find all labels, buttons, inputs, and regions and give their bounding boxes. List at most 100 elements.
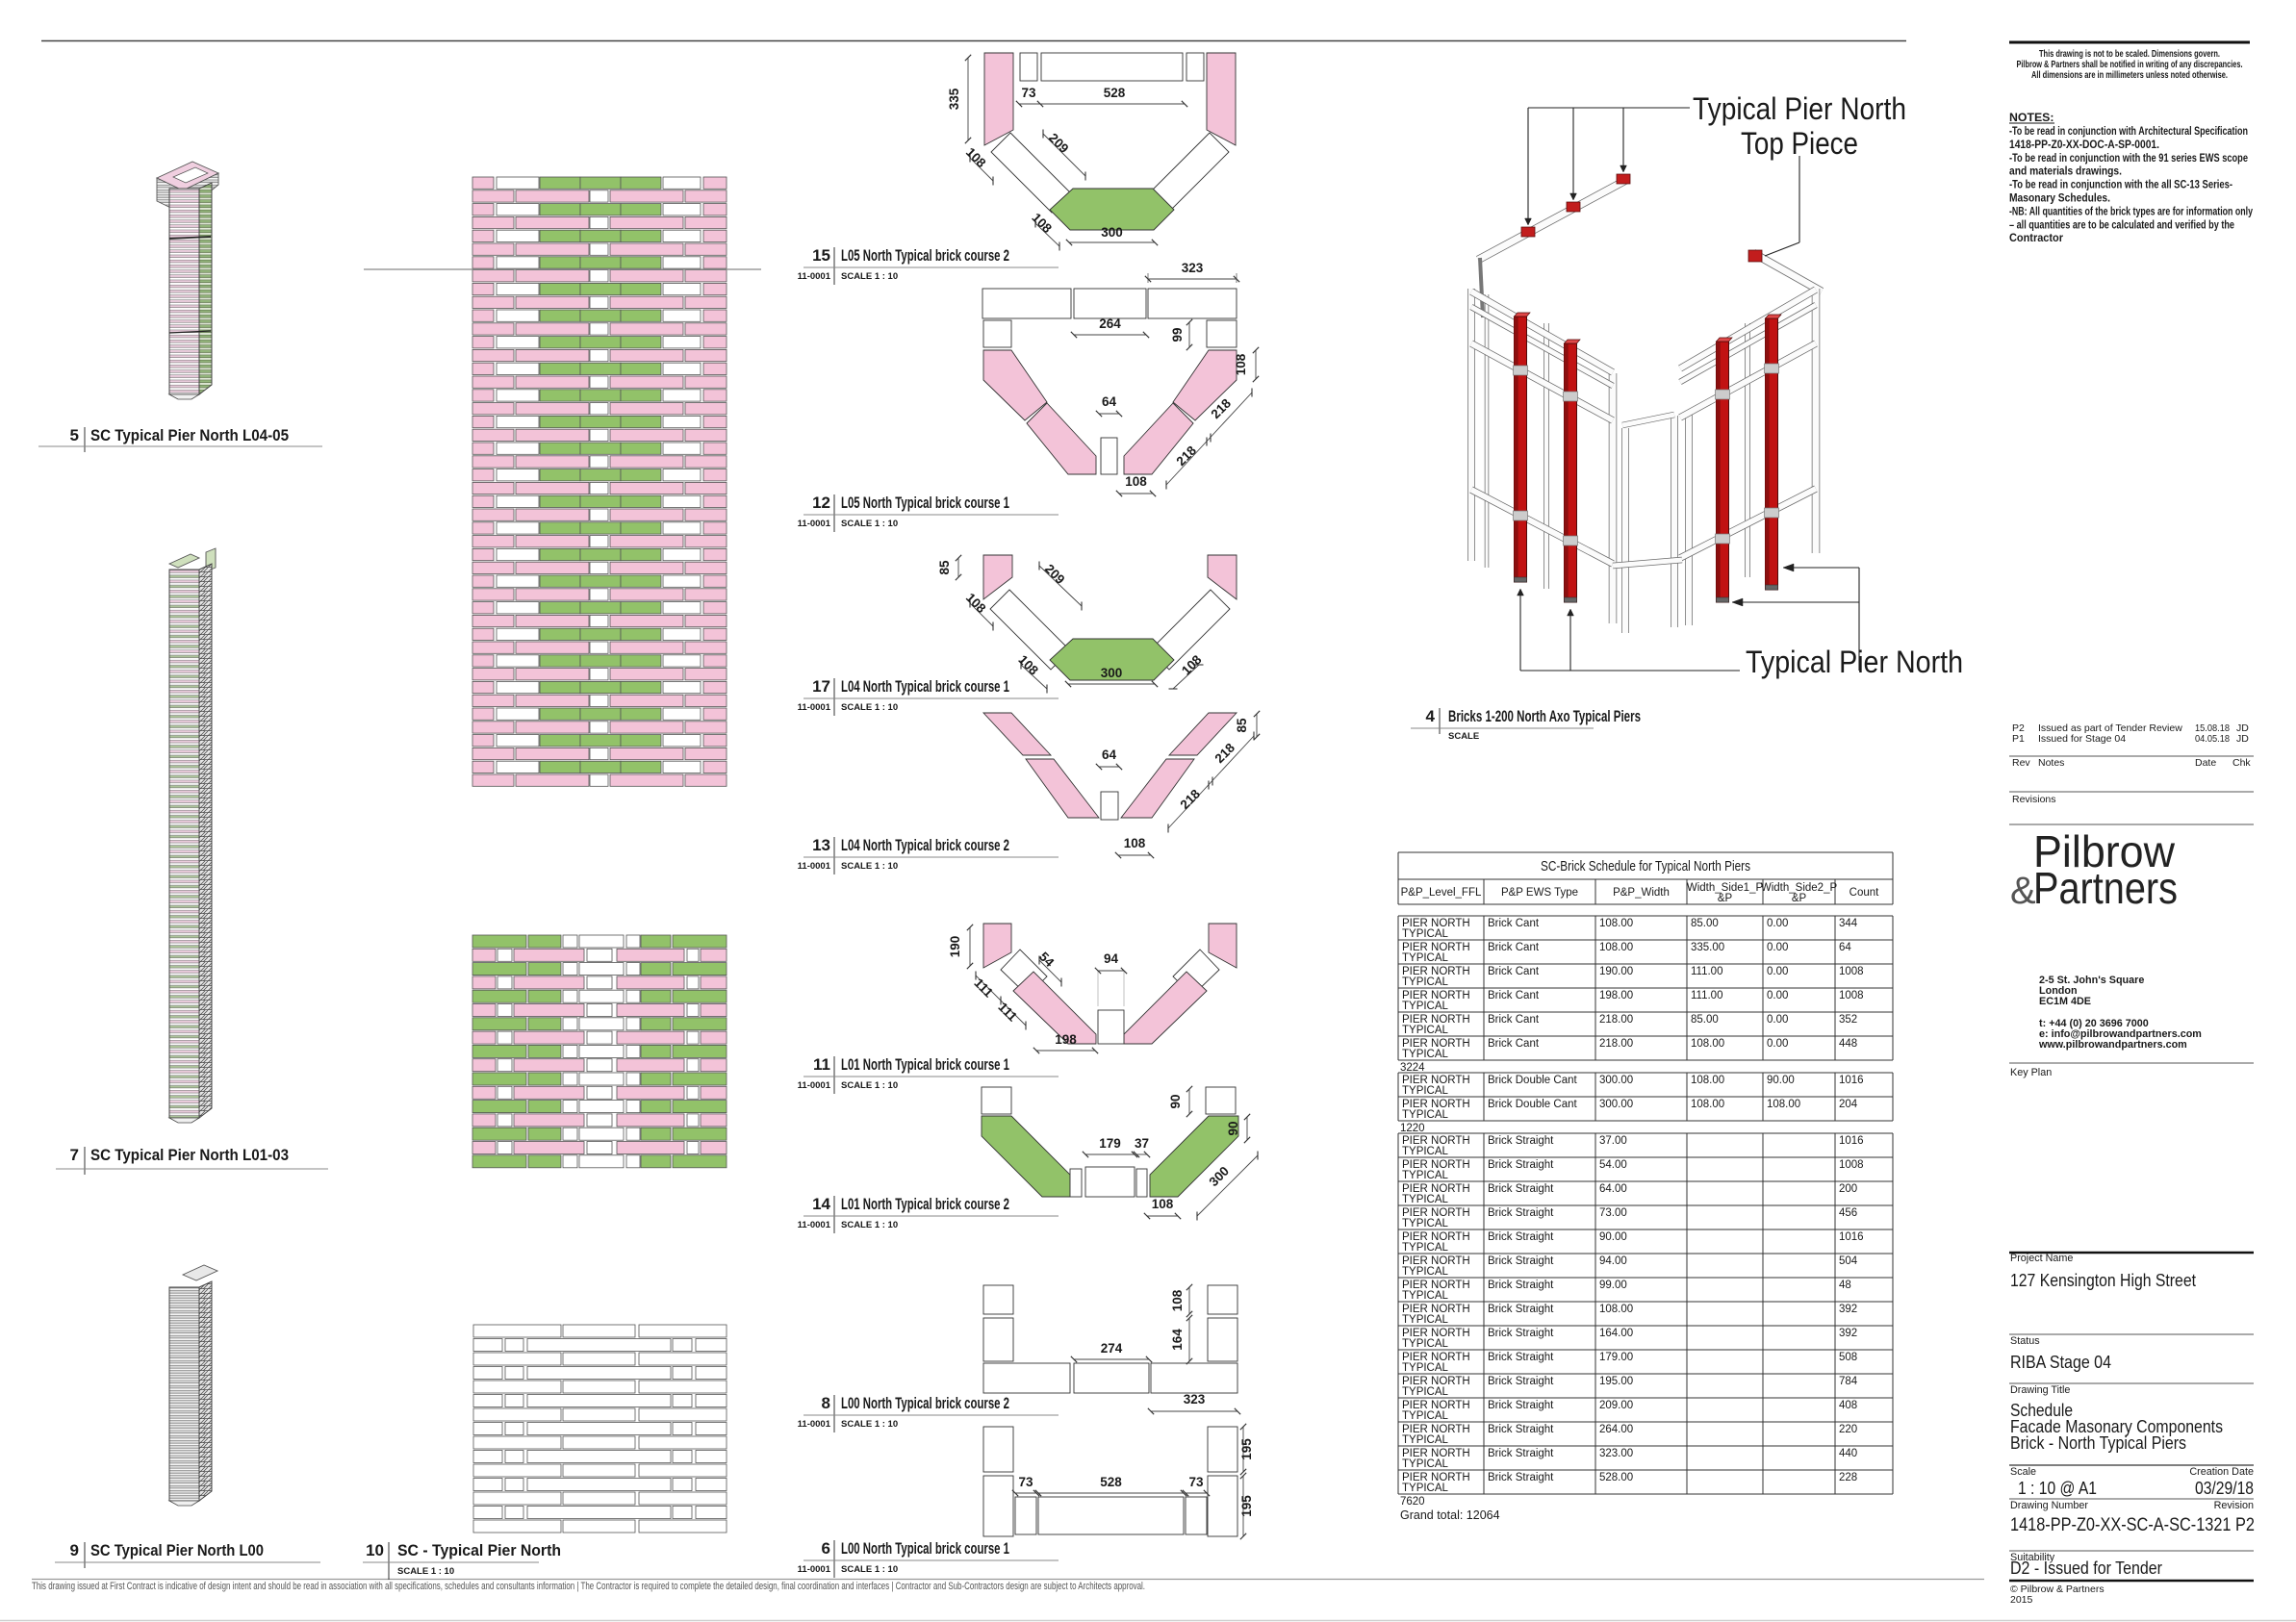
svg-text:108.00: 108.00 [1767, 1099, 1800, 1110]
svg-text:Brick Straight: Brick Straight [1488, 1255, 1554, 1267]
svg-text:&: & [2010, 870, 2036, 912]
svg-text:17: 17 [812, 677, 830, 696]
svg-text:528: 528 [1100, 1475, 1122, 1489]
svg-text:03/29/18: 03/29/18 [2195, 1478, 2254, 1498]
svg-text:13: 13 [812, 836, 830, 854]
svg-text:323: 323 [1184, 1392, 1206, 1407]
svg-text:Brick Straight: Brick Straight [1488, 1352, 1554, 1363]
svg-text:508: 508 [1839, 1352, 1857, 1363]
svg-text:108.00: 108.00 [1691, 1099, 1724, 1110]
svg-text:108: 108 [1124, 836, 1146, 850]
svg-text:L05 North Typical brick course: L05 North Typical brick course 1 [841, 494, 1009, 512]
svg-text:This drawing issued at First C: This drawing issued at First Contract is… [32, 1581, 1145, 1592]
svg-text:Brick Cant: Brick Cant [1488, 1038, 1540, 1050]
svg-text:Schedule: Schedule [2010, 1400, 2073, 1420]
svg-text:Width_Side2_P: Width_Side2_P [1761, 882, 1838, 894]
svg-text:190.00: 190.00 [1599, 966, 1633, 977]
svg-text:SCALE 1 : 10: SCALE 1 : 10 [841, 1080, 898, 1091]
svg-text:Brick - North Typical Piers: Brick - North Typical Piers [2010, 1432, 2186, 1453]
svg-text:5: 5 [70, 426, 79, 444]
svg-text:3224: 3224 [1400, 1062, 1425, 1074]
svg-text:PIER NORTH: PIER NORTH [1402, 1280, 1470, 1291]
svg-text:TYPICAL: TYPICAL [1402, 1049, 1449, 1060]
svg-text:448: 448 [1839, 1038, 1857, 1050]
svg-text:EC1M 4DE: EC1M 4DE [2039, 996, 2091, 1007]
svg-text:-NB: All quantities of the bri: -NB: All quantities of the brick types a… [2009, 204, 2253, 217]
svg-text:344: 344 [1839, 918, 1858, 929]
svg-text:99: 99 [1170, 327, 1185, 342]
svg-text:323.00: 323.00 [1599, 1448, 1633, 1459]
svg-text:JD: JD [2236, 722, 2249, 734]
svg-text:SCALE 1 : 10: SCALE 1 : 10 [841, 1220, 898, 1230]
svg-text:0.00: 0.00 [1767, 966, 1788, 977]
svg-text:108.00: 108.00 [1691, 1038, 1724, 1050]
svg-text:Brick Cant: Brick Cant [1488, 990, 1540, 1001]
svg-text:0.00: 0.00 [1767, 942, 1788, 953]
svg-text:Bricks 1-200 North Axo Typical: Bricks 1-200 North Axo Typical Piers [1448, 707, 1641, 725]
svg-text:274: 274 [1101, 1341, 1123, 1356]
svg-text:73: 73 [1018, 1475, 1033, 1489]
svg-text:Rev: Rev [2012, 757, 2030, 769]
svg-text:528.00: 528.00 [1599, 1472, 1633, 1483]
svg-text:TYPICAL: TYPICAL [1402, 1314, 1449, 1326]
svg-text:TYPICAL: TYPICAL [1402, 928, 1449, 940]
svg-text:2-5 St. John's Square: 2-5 St. John's Square [2039, 975, 2144, 986]
svg-text:London: London [2039, 985, 2078, 997]
svg-text:195.00: 195.00 [1599, 1376, 1633, 1387]
svg-text:P&P EWS Type: P&P EWS Type [1501, 887, 1578, 899]
svg-text:15.08.18: 15.08.18 [2195, 722, 2230, 734]
svg-text:L04 North Typical brick course: L04 North Typical brick course 2 [841, 836, 1009, 854]
svg-text:11-0001: 11-0001 [798, 1220, 831, 1230]
svg-text:SC Typical Pier North L04-05: SC Typical Pier North L04-05 [90, 426, 289, 444]
svg-text:440: 440 [1839, 1448, 1857, 1459]
svg-text:Brick Straight: Brick Straight [1488, 1207, 1554, 1219]
svg-text:2015: 2015 [2010, 1594, 2033, 1606]
svg-text:111: 111 [971, 976, 996, 1001]
svg-text:e: info@pilbrowandpartners.com: e: info@pilbrowandpartners.com [2039, 1028, 2202, 1040]
svg-text:NOTES:: NOTES: [2009, 111, 2054, 124]
svg-text:This drawing is not to be scal: This drawing is not to be scaled. Dimens… [2039, 49, 2220, 60]
svg-text:108.00: 108.00 [1599, 918, 1633, 929]
svg-text:300.00: 300.00 [1599, 1099, 1633, 1110]
svg-text:Key Plan: Key Plan [2010, 1067, 2052, 1078]
svg-text:PIER NORTH: PIER NORTH [1402, 1231, 1470, 1243]
svg-text:209: 209 [1042, 562, 1068, 588]
svg-text:L05 North Typical brick course: L05 North Typical brick course 2 [841, 246, 1009, 265]
svg-text:&P: &P [1718, 893, 1733, 904]
svg-text:108.00: 108.00 [1691, 1075, 1724, 1086]
svg-text:85.00: 85.00 [1691, 1014, 1719, 1026]
svg-text:37.00: 37.00 [1599, 1135, 1627, 1147]
svg-text:Pilbrow: Pilbrow [2033, 826, 2176, 876]
svg-text:Typical Pier North: Typical Pier North [1746, 645, 1963, 679]
svg-text:64: 64 [1839, 942, 1851, 953]
svg-text:Brick Straight: Brick Straight [1488, 1400, 1554, 1411]
svg-text:TYPICAL: TYPICAL [1402, 1410, 1449, 1422]
svg-text:164.00: 164.00 [1599, 1328, 1633, 1339]
svg-text:1220: 1220 [1400, 1123, 1425, 1134]
svg-text:73.00: 73.00 [1599, 1207, 1627, 1219]
svg-text:PIER NORTH: PIER NORTH [1402, 1183, 1470, 1195]
svg-text:Typical Pier North: Typical Pier North [1693, 91, 1906, 126]
svg-text:179.00: 179.00 [1599, 1352, 1633, 1363]
svg-text:TYPICAL: TYPICAL [1402, 1146, 1449, 1157]
svg-text:198: 198 [1055, 1032, 1077, 1047]
svg-text:195: 195 [1239, 1438, 1254, 1460]
svg-text:94: 94 [1104, 951, 1119, 966]
svg-text:90: 90 [1168, 1094, 1183, 1108]
svg-text:111.00: 111.00 [1691, 966, 1722, 977]
svg-text:TYPICAL: TYPICAL [1402, 1025, 1449, 1036]
svg-text:and materials drawings.: and materials drawings. [2009, 165, 2122, 178]
svg-text:108: 108 [1234, 353, 1248, 375]
svg-text:Brick Straight: Brick Straight [1488, 1472, 1554, 1483]
svg-text:218.00: 218.00 [1599, 1014, 1633, 1026]
svg-text:64: 64 [1102, 748, 1117, 762]
svg-text:264: 264 [1099, 317, 1121, 331]
svg-text:TYPICAL: TYPICAL [1402, 1362, 1449, 1374]
svg-text:SCALE 1 : 10: SCALE 1 : 10 [841, 1564, 898, 1575]
svg-text:PIER NORTH: PIER NORTH [1402, 1075, 1470, 1086]
svg-text:TYPICAL: TYPICAL [1402, 1001, 1449, 1012]
svg-text:Brick Straight: Brick Straight [1488, 1448, 1554, 1459]
svg-text:Status: Status [2010, 1335, 2040, 1347]
svg-text:220: 220 [1839, 1424, 1857, 1435]
svg-text:Brick Double Cant: Brick Double Cant [1488, 1075, 1577, 1086]
